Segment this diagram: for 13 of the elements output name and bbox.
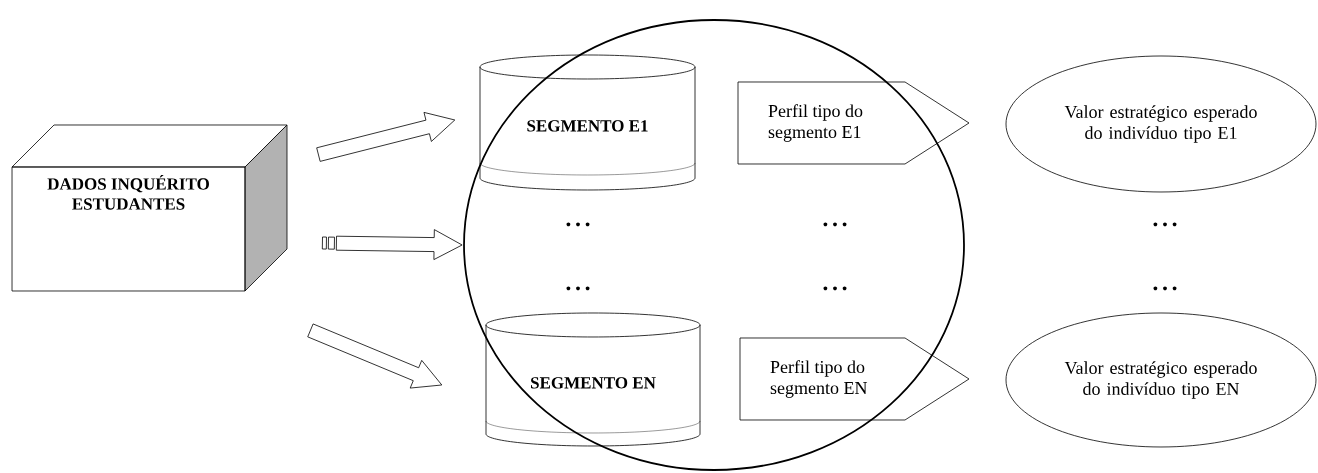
- ellipsis-dots: • • •: [1153, 286, 1177, 291]
- ellipsis-dots: • • •: [1153, 222, 1177, 227]
- node-label: SEGMENTO EN: [531, 377, 656, 389]
- block-arrow: [321, 229, 463, 260]
- block-arrow: [307, 323, 443, 389]
- node-label: SEGMENTO E1: [527, 120, 648, 132]
- ellipsis-dots: • • •: [823, 286, 847, 291]
- ellipsis-dots: • • •: [566, 222, 590, 227]
- block-arrow: [316, 112, 456, 162]
- ellipsis-dots: • • •: [566, 286, 590, 291]
- box-drawing: DADOS INQUÉRITO ESTUDANTES: [11, 124, 288, 292]
- ellipsis-dots: • • •: [823, 222, 847, 227]
- circle: [463, 19, 965, 471]
